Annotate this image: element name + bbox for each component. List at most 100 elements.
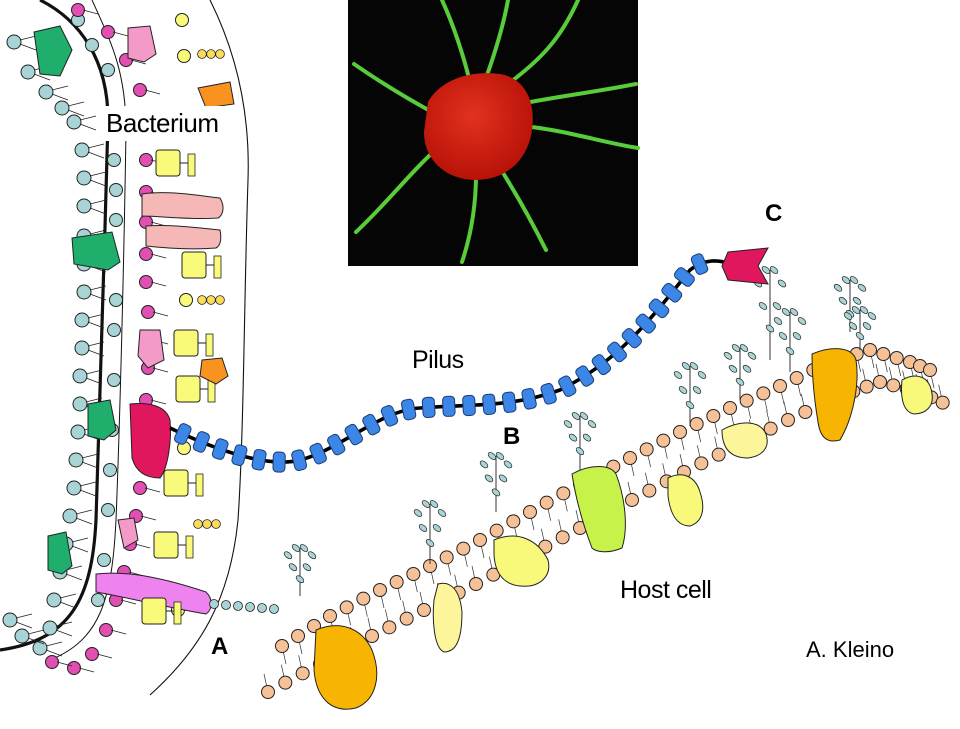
- glycan-sugar: [697, 371, 707, 379]
- pilus-subunit: [591, 354, 612, 376]
- point-a-label: A: [211, 633, 229, 660]
- micrograph-pilus: [440, 0, 472, 84]
- lipid-tail: [67, 101, 85, 107]
- host-membrane-protein: [901, 375, 933, 415]
- glycan-sugar: [288, 563, 298, 572]
- outer-lipid-head: [103, 463, 117, 477]
- inner-lipid-head: [141, 305, 155, 319]
- attachment-bead: [269, 604, 279, 614]
- glycan-sugar: [429, 500, 439, 508]
- lipid-tail: [79, 481, 97, 487]
- lipid-tail: [15, 621, 33, 629]
- host-outer-lipid-head: [673, 425, 687, 439]
- bead-chain: [202, 519, 212, 529]
- outer-lipid-head: [101, 63, 115, 77]
- lipid-tail: [89, 179, 107, 187]
- host-inner-lipid-head: [642, 483, 657, 498]
- inner-lipid-head: [139, 247, 153, 261]
- outer-lipid-head: [6, 34, 22, 50]
- micrograph-pilus: [460, 172, 478, 264]
- outer-lipid-head: [97, 553, 111, 567]
- outer-lipid-head: [109, 293, 123, 307]
- host-inner-lipid-head: [295, 666, 310, 681]
- inner-lipid-head: [139, 275, 153, 289]
- host-outer-lipid-head: [356, 591, 371, 606]
- pilus-subunit: [661, 282, 683, 303]
- outer-lipid-head: [46, 592, 62, 608]
- pilus-subunit: [344, 423, 364, 446]
- attachment-bead: [209, 599, 219, 609]
- lipid-tail: [65, 565, 83, 571]
- bead-chain: [197, 295, 207, 305]
- lipid-tail: [85, 377, 103, 385]
- host-inner-lipid-head: [694, 456, 709, 471]
- lipid-tail: [89, 207, 107, 215]
- attachment-bead: [245, 602, 255, 612]
- outer-lipid-head: [76, 198, 92, 214]
- host-outer-lipid-head: [473, 533, 487, 547]
- host-inner-lipid-head: [261, 685, 275, 699]
- glycan-sugar: [841, 276, 851, 284]
- lipid-tail: [85, 369, 103, 375]
- lipid-tail: [110, 629, 127, 635]
- lipid-tail: [82, 9, 99, 15]
- pilus-subunit: [192, 431, 210, 453]
- host-inner-lipid-head: [365, 629, 379, 643]
- yellow-membrane-protein: [187, 153, 196, 177]
- inner-lipid-head: [133, 481, 147, 495]
- peptidoglycan-protein: [141, 192, 224, 220]
- glycan-sugar: [781, 308, 791, 316]
- glycan-sugar: [739, 344, 749, 352]
- host-outer-lipid-head: [291, 629, 305, 643]
- yellow-membrane-protein: [213, 255, 222, 279]
- pink-membrane-protein: [137, 329, 165, 369]
- pilus-subunit: [380, 404, 399, 427]
- micrograph-pili: [352, 0, 640, 264]
- glycan-sugar: [792, 332, 802, 340]
- lipid-tail: [75, 517, 93, 525]
- lipid-tail: [51, 85, 69, 91]
- micrograph-inset: [348, 0, 640, 266]
- lipid-tail: [27, 629, 45, 635]
- outer-lipid-head: [38, 84, 54, 100]
- glycan-sugar: [437, 509, 447, 517]
- glycan-sugar: [495, 452, 505, 460]
- host-inner-lipid-head: [763, 421, 778, 436]
- host-cell-membrane: [250, 266, 960, 724]
- pilus-subunit: [648, 298, 670, 319]
- bead-chain: [211, 519, 221, 529]
- glycan-sugar: [498, 474, 508, 483]
- lipid-tail: [56, 661, 73, 667]
- host-outer-lipid-head: [889, 351, 904, 365]
- yellow-membrane-protein: [195, 473, 204, 497]
- pilus-subunit: [635, 313, 657, 334]
- pilus-subunit: [400, 398, 417, 421]
- glycan-sugar: [838, 296, 848, 305]
- micrograph-bacterium-body: [424, 73, 533, 180]
- glycan-sugar: [302, 563, 312, 572]
- lipid-tail: [65, 573, 83, 581]
- glycan-sugar: [484, 474, 494, 483]
- pilus-subunit: [607, 341, 628, 363]
- orange-protein: [197, 81, 235, 109]
- outer-lipid-head: [107, 323, 121, 337]
- host-outer-lipid-head: [406, 567, 421, 581]
- glycan-sugar: [689, 362, 699, 370]
- glycan-sugar: [491, 488, 501, 497]
- glycan-sugar: [503, 460, 513, 469]
- host-inner-lipid-head: [873, 375, 887, 389]
- glycan-sugar: [735, 377, 745, 386]
- pilus-subunit: [442, 395, 456, 417]
- micrograph-pilus: [518, 82, 638, 106]
- pilus-label: Pilus: [412, 346, 464, 374]
- lipid-tail: [152, 367, 169, 373]
- glycan-sugar: [487, 452, 497, 460]
- outer-lipid-head: [62, 508, 78, 524]
- host-membrane-protein: [313, 625, 378, 710]
- host-inner-lipid-head: [382, 620, 397, 635]
- point-c-label: C: [765, 200, 783, 227]
- glycan-sugar: [797, 317, 807, 325]
- lipid-tail: [150, 399, 167, 405]
- yellow-lipid-head: [175, 13, 189, 27]
- bead-chain: [206, 295, 216, 305]
